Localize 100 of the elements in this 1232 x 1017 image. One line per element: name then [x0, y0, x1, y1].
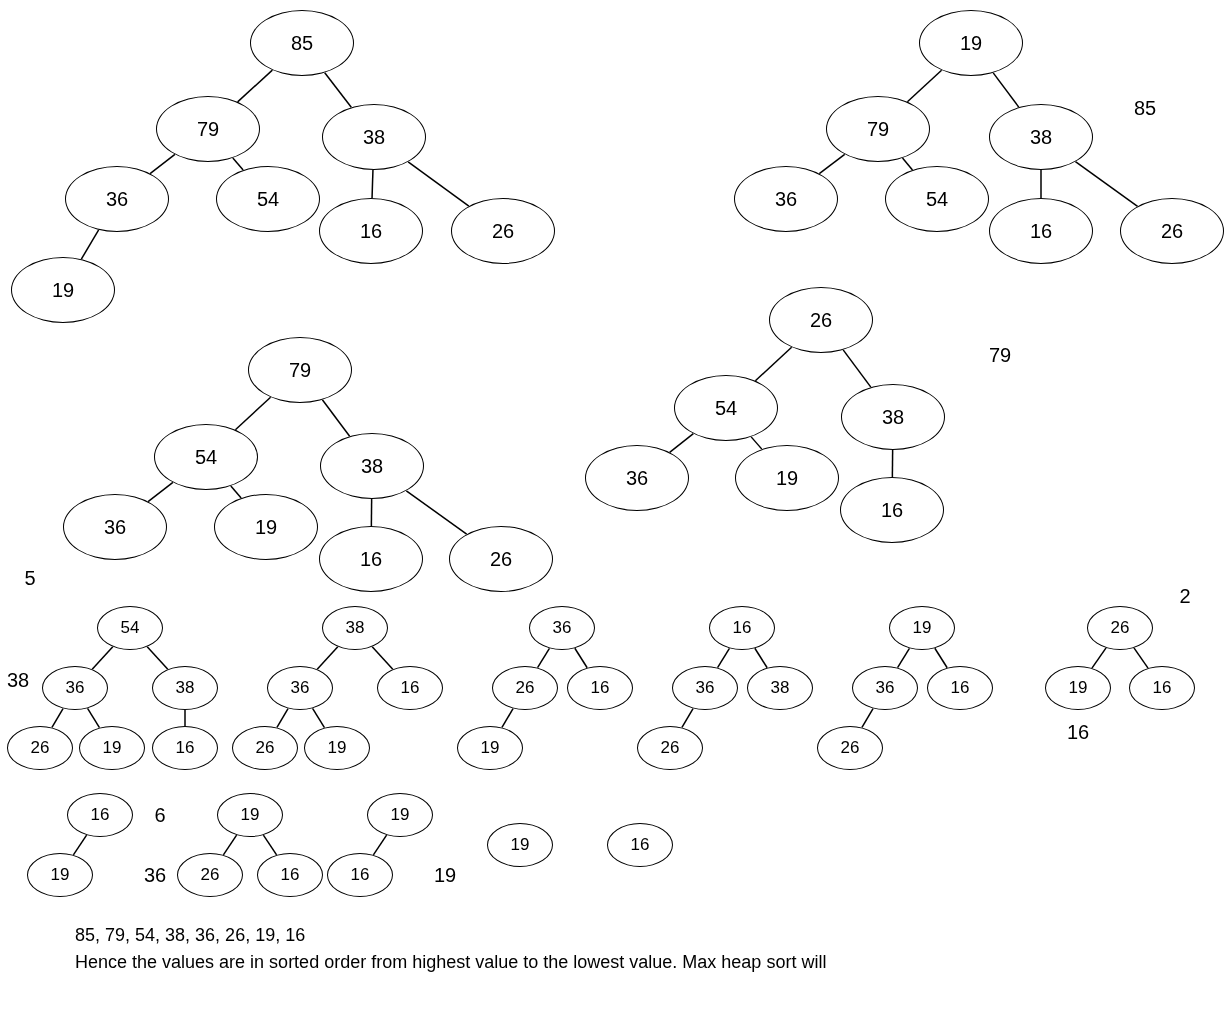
node-value: 16 — [732, 618, 752, 638]
connector-line — [818, 153, 846, 175]
node-value: 36 — [290, 678, 310, 698]
node-value: 38 — [881, 405, 905, 429]
connector-line — [405, 490, 468, 535]
node-value: 38 — [362, 125, 386, 149]
connector-line — [750, 436, 763, 450]
connector-line — [234, 396, 272, 431]
body-text: 85, 79, 54, 38, 36, 26, 19, 16 — [75, 925, 306, 946]
node-value: 36 — [552, 618, 572, 638]
value-label: 85 — [1133, 96, 1157, 120]
tree-node — [817, 726, 883, 770]
connector-line — [754, 647, 768, 669]
node-value: 54 — [120, 618, 140, 638]
connector-line — [232, 157, 244, 171]
connector-line — [184, 709, 186, 727]
node-value: 26 — [489, 547, 513, 571]
node-value: 36 — [65, 678, 85, 698]
tree-node — [27, 853, 93, 897]
node-value: 38 — [345, 618, 365, 638]
tree-node — [217, 793, 283, 837]
tree-node — [927, 666, 993, 710]
tree-node — [304, 726, 370, 770]
node-value: 54 — [714, 396, 738, 420]
tree-node — [152, 726, 218, 770]
node-value: 79 — [866, 117, 890, 141]
node-value: 26 — [809, 308, 833, 332]
connector-line — [1091, 647, 1107, 669]
connector-line — [222, 834, 238, 856]
tree-node — [367, 793, 433, 837]
tree-node — [492, 666, 558, 710]
node-value: 19 — [959, 31, 983, 55]
node-value: 19 — [254, 515, 278, 539]
connector-line — [371, 646, 394, 670]
node-value: 26 — [660, 738, 680, 758]
connector-line — [147, 481, 174, 503]
value-label: 5 — [24, 566, 36, 590]
node-value: 16 — [175, 738, 195, 758]
node-value: 38 — [770, 678, 790, 698]
body-text: Hence the values are in sorted order from highest value to the lowest value. Max heap sort will — [75, 952, 827, 973]
tree-node — [67, 793, 133, 837]
tree-node — [567, 666, 633, 710]
tree-node — [327, 853, 393, 897]
connector-line — [574, 647, 588, 669]
connector-line — [668, 432, 695, 454]
node-value: 26 — [491, 219, 515, 243]
tree-node — [177, 853, 243, 897]
connector-line — [370, 498, 373, 527]
tree-node — [267, 666, 333, 710]
connector-line — [72, 834, 88, 856]
connector-line — [992, 72, 1020, 108]
node-value: 19 — [50, 865, 70, 885]
node-value: 16 — [90, 805, 110, 825]
node-value: 26 — [255, 738, 275, 758]
connector-line — [91, 646, 114, 670]
tree-node — [232, 726, 298, 770]
connector-line — [1040, 169, 1042, 199]
tree-node — [852, 666, 918, 710]
tree-node — [1045, 666, 1111, 710]
node-value: 19 — [1068, 678, 1088, 698]
tree-node — [322, 606, 388, 650]
node-value: 36 — [105, 187, 129, 211]
node-value: 16 — [350, 865, 370, 885]
value-label: 38 — [6, 668, 30, 692]
connector-line — [80, 229, 100, 260]
connector-line — [1133, 647, 1149, 669]
node-value: 19 — [775, 466, 799, 490]
node-value: 16 — [880, 498, 904, 522]
tree-node — [747, 666, 813, 710]
node-value: 16 — [359, 547, 383, 571]
tree-node — [152, 666, 218, 710]
node-value: 54 — [256, 187, 280, 211]
node-value: 79 — [196, 117, 220, 141]
tree-node — [79, 726, 145, 770]
node-value: 36 — [103, 515, 127, 539]
connector-line — [906, 69, 943, 103]
tree-node — [377, 666, 443, 710]
node-value: 19 — [510, 835, 530, 855]
tree-node — [709, 606, 775, 650]
connector-line — [372, 834, 388, 856]
node-value: 38 — [360, 454, 384, 478]
tree-node — [607, 823, 673, 867]
connector-line — [316, 646, 339, 670]
tree-node — [889, 606, 955, 650]
connector-line — [146, 646, 169, 670]
tree-node — [1087, 606, 1153, 650]
connector-line — [324, 71, 352, 109]
node-value: 26 — [1110, 618, 1130, 638]
node-value: 26 — [200, 865, 220, 885]
node-value: 19 — [327, 738, 347, 758]
value-label: 16 — [1066, 720, 1090, 744]
value-label: 79 — [988, 343, 1012, 367]
node-value: 16 — [280, 865, 300, 885]
node-value: 19 — [102, 738, 122, 758]
node-value: 54 — [925, 187, 949, 211]
node-value: 26 — [1160, 219, 1184, 243]
tree-node — [457, 726, 523, 770]
connector-line — [262, 834, 278, 856]
node-value: 36 — [875, 678, 895, 698]
node-value: 16 — [1152, 678, 1172, 698]
